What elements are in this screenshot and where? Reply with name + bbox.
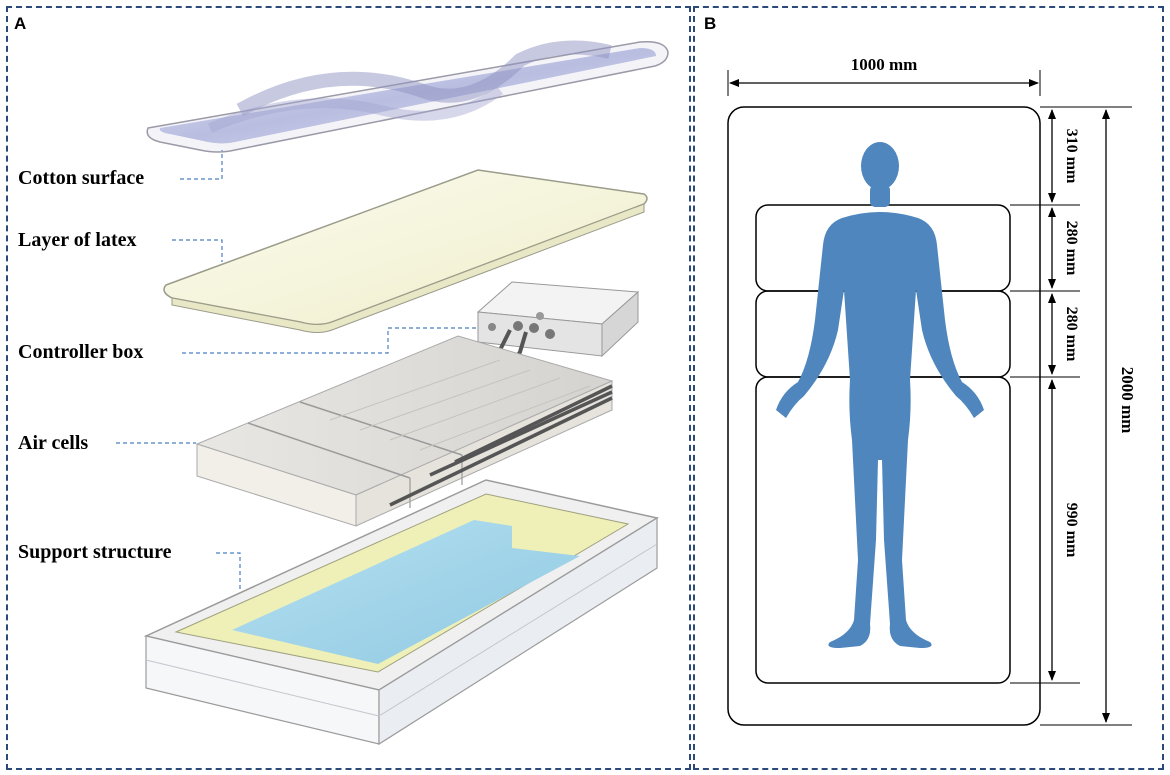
section-990-label: 990 mm <box>1063 503 1080 558</box>
support-structure <box>143 479 659 746</box>
cotton-surface-layer <box>146 40 669 153</box>
mattress-outline <box>727 106 1041 726</box>
label-latex-layer: Layer of latex <box>18 229 137 251</box>
label-support-structure: Support structure <box>18 541 172 563</box>
panel-b-letter: B <box>704 14 717 33</box>
section-280-label-2: 280 mm <box>1063 307 1080 362</box>
width-dimension-label: 1000 mm <box>851 55 918 74</box>
section-310-label: 310 mm <box>1063 129 1080 184</box>
label-cotton-surface: Cotton surface <box>18 167 145 189</box>
total-length-label: 2000 mm <box>1118 367 1137 434</box>
panel-a-frame <box>6 6 691 770</box>
section-280-label-1: 280 mm <box>1063 221 1080 276</box>
exploded-mattress-illustration <box>116 40 669 746</box>
leader-lines <box>116 150 478 590</box>
panel-a-letter: A <box>14 14 27 33</box>
latex-layer <box>163 169 648 333</box>
human-body-silhouette <box>776 142 984 648</box>
label-air-cells: Air cells <box>18 432 89 454</box>
panel-b-frame <box>693 6 1164 770</box>
air-cells <box>195 335 614 527</box>
label-controller-box: Controller box <box>18 341 144 363</box>
